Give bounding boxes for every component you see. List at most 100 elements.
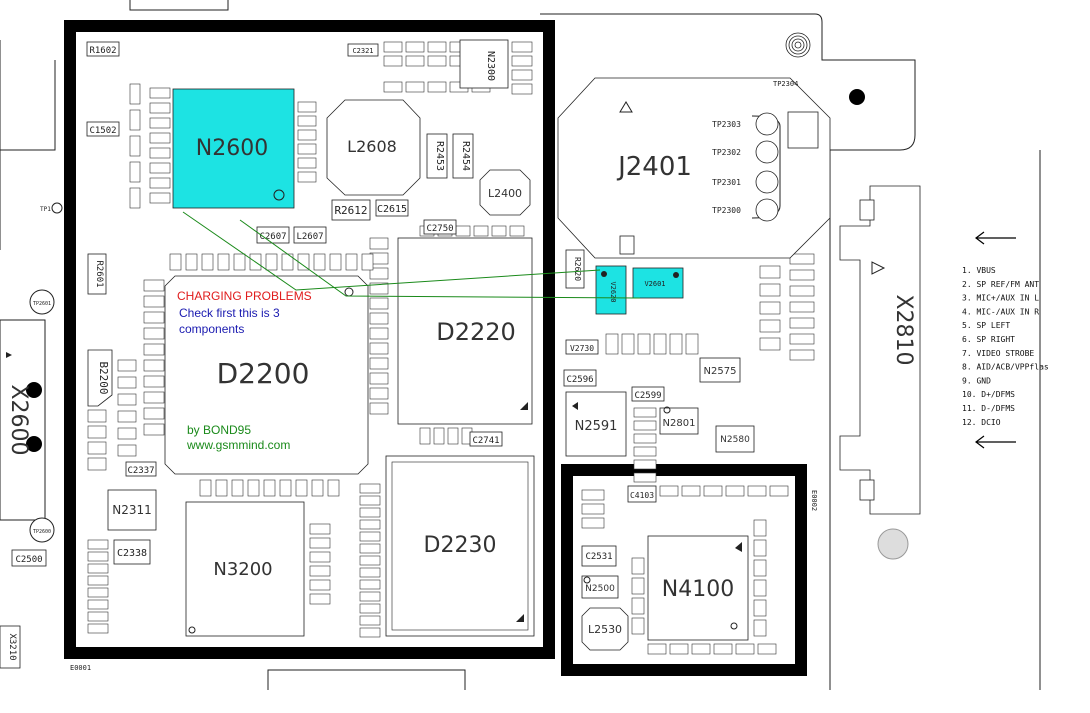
smd-part xyxy=(87,409,107,423)
smd-part xyxy=(713,643,733,655)
main-frame xyxy=(64,20,555,659)
mounting-hole xyxy=(877,528,909,560)
label-v2620: V2620 xyxy=(609,281,617,302)
smd-part xyxy=(143,311,165,324)
label-r2612: R2612 xyxy=(334,204,367,217)
smd-part xyxy=(455,225,471,237)
label-tp2301: TP2301 xyxy=(712,178,741,187)
smd-part xyxy=(263,479,276,497)
smd-part xyxy=(149,192,171,204)
label-c2750: C2750 xyxy=(426,224,453,234)
smd-part xyxy=(369,297,389,310)
smd-part xyxy=(633,459,657,470)
smd-part xyxy=(87,425,107,439)
smd-part xyxy=(491,225,507,237)
smd-part xyxy=(759,319,781,333)
smd-part xyxy=(87,539,109,550)
smd-part xyxy=(383,55,403,67)
smd-part xyxy=(369,282,389,295)
smd-part xyxy=(753,599,767,617)
label-tp2601: TP2601 xyxy=(33,301,51,307)
smd-part xyxy=(329,253,342,271)
smd-part xyxy=(359,543,381,554)
pinout-item: 2. SP REF/FM ANT xyxy=(962,280,1039,289)
smd-part xyxy=(753,579,767,597)
label-c4103: C4103 xyxy=(630,491,654,500)
smd-part xyxy=(143,375,165,388)
smd-part xyxy=(369,267,389,280)
smd-part xyxy=(789,285,815,297)
smd-part xyxy=(199,479,212,497)
label-n2801: N2801 xyxy=(663,418,696,429)
smd-part xyxy=(753,619,767,637)
smd-part xyxy=(581,503,605,515)
smd-part xyxy=(359,483,381,494)
smd-part xyxy=(297,129,317,141)
smd-part xyxy=(653,333,667,355)
smd-part xyxy=(383,41,403,53)
label-c1502: C1502 xyxy=(89,126,116,136)
smd-part xyxy=(369,387,389,400)
chip-n2311 xyxy=(107,489,157,531)
label-n2300: N2300 xyxy=(485,51,496,81)
smd-part xyxy=(87,611,109,622)
label-x2810: X2810 xyxy=(891,294,916,365)
label-c2321: C2321 xyxy=(352,47,373,55)
smd-part xyxy=(633,433,657,444)
label-r2601: R2601 xyxy=(94,260,104,287)
label-c2596: C2596 xyxy=(566,375,593,385)
smd-part xyxy=(143,295,165,308)
label-tp2600: TP2600 xyxy=(33,529,51,535)
label-r2454: R2454 xyxy=(460,141,471,171)
smd-part xyxy=(427,55,447,67)
smd-part xyxy=(143,359,165,372)
smd-part xyxy=(359,603,381,614)
smd-part xyxy=(185,253,198,271)
smd-part xyxy=(87,441,107,455)
chip-d2200 xyxy=(164,275,369,475)
smd-part xyxy=(631,617,645,635)
smd-part xyxy=(359,507,381,518)
smd-part xyxy=(265,253,278,271)
note-line2: components xyxy=(179,322,244,336)
smd-part xyxy=(295,479,308,497)
smd-part xyxy=(311,479,324,497)
smd-part xyxy=(149,147,171,159)
label-tp2303: TP2303 xyxy=(712,120,741,129)
smd-part xyxy=(759,283,781,297)
label-n2311: N2311 xyxy=(112,503,152,517)
smd-part xyxy=(143,279,165,292)
smd-part xyxy=(309,593,331,605)
pinout-item: 4. MIC-/AUX IN R xyxy=(962,307,1039,316)
smd-part xyxy=(309,523,331,535)
smd-part xyxy=(369,327,389,340)
smd-part xyxy=(143,407,165,420)
n4100-frame xyxy=(561,464,807,676)
smd-part xyxy=(231,479,244,497)
smd-part xyxy=(369,402,389,415)
label-x3210: X3210 xyxy=(7,633,17,660)
smd-part xyxy=(769,485,789,497)
label-l2530: L2530 xyxy=(588,623,622,636)
smd-part xyxy=(359,591,381,602)
label-tp1: TP1 xyxy=(40,206,51,213)
smd-part xyxy=(87,575,109,586)
pinout-item: 1. VBUS xyxy=(962,266,996,275)
label-c2500: C2500 xyxy=(15,555,42,565)
smd-part xyxy=(87,623,109,634)
smd-part xyxy=(201,253,214,271)
chip-l2530 xyxy=(581,607,629,651)
label-x2600: X2600 xyxy=(6,384,31,455)
fiducial-dot xyxy=(849,89,865,105)
smd-part xyxy=(215,479,228,497)
smd-part xyxy=(369,237,389,250)
arrow-left-icon xyxy=(975,231,1016,245)
label-n4100: N4100 xyxy=(662,577,734,602)
smd-part xyxy=(359,627,381,638)
chip-j2401 xyxy=(557,77,831,259)
smd-part xyxy=(759,265,781,279)
label-d2230: D2230 xyxy=(424,533,497,558)
chip-x2810 xyxy=(839,185,921,515)
